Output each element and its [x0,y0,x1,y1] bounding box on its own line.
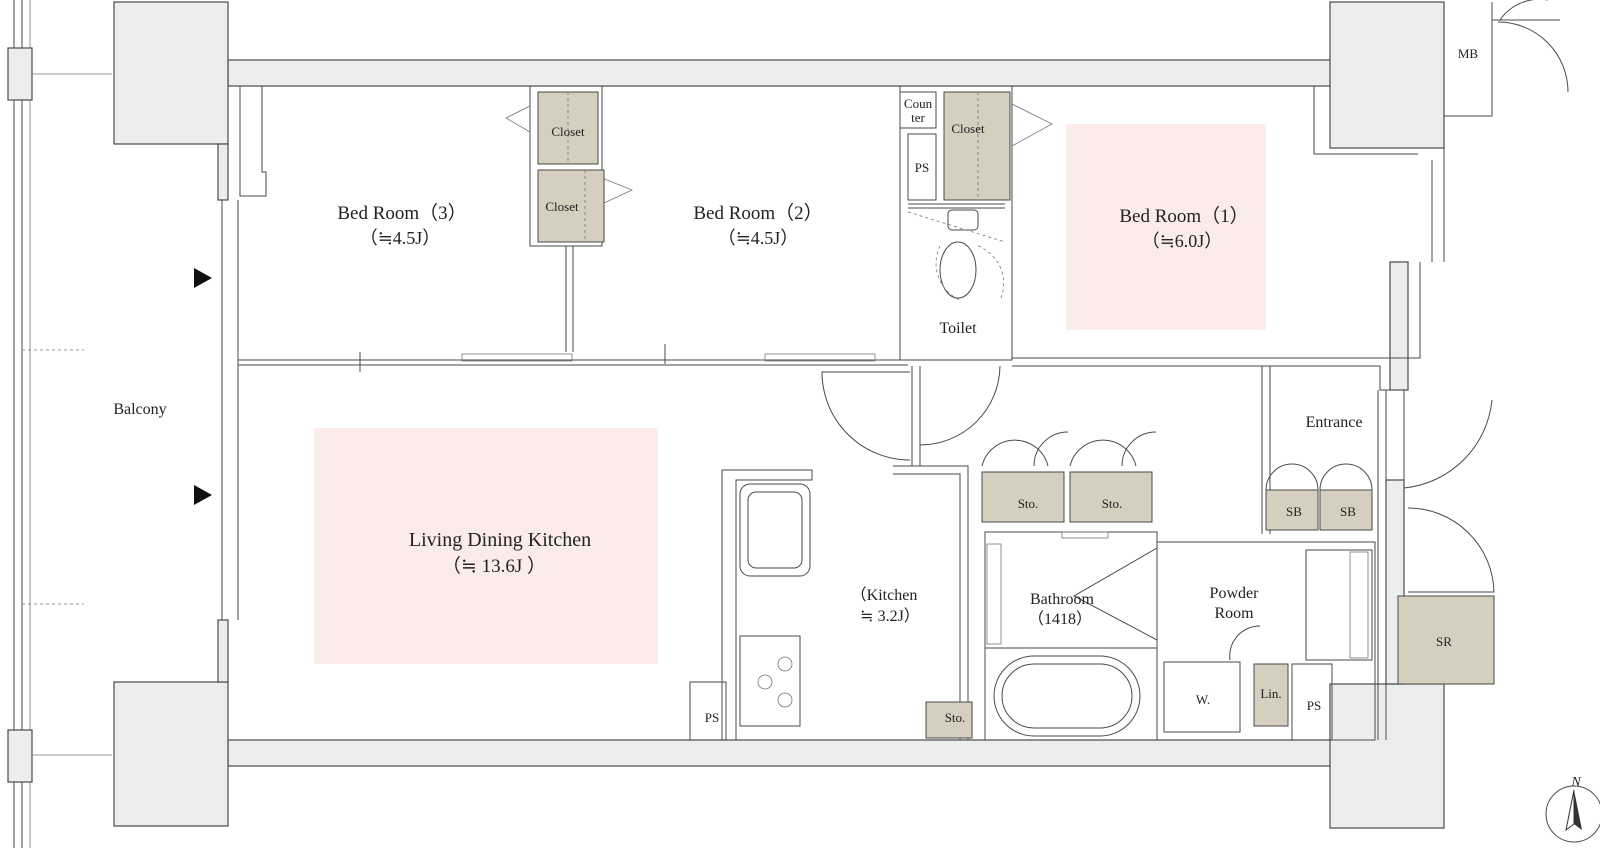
powder-room-label-2: Room [1214,605,1254,622]
kitchen-label: （Kitchen [851,586,918,604]
counter-label-2: ter [911,110,925,125]
bed-room-2-size: （≒4.5J） [718,228,799,248]
ldk-size: （≒ 13.6J ） [442,555,546,577]
sb-right-label: SB [1340,504,1356,519]
sto-right-label: Sto. [1102,496,1123,511]
exterior-walls [113,1,1445,829]
powder-room-label-1: Powder [1210,585,1260,602]
window-arrow-upper [194,268,212,288]
sb-right-box [1319,489,1373,531]
sb-left-box [1265,489,1319,531]
entrance-label: Entrance [1306,414,1363,431]
bathroom-label: Bathroom [1030,591,1095,608]
interior-walls [238,2,1560,741]
washer-label: W. [1196,692,1210,707]
lin-box [1253,663,1289,727]
ps-kitchen-label: PS [705,710,719,725]
sb-left-label: SB [1286,504,1302,519]
bed-room-2-label: Bed Room（2） [693,202,822,224]
balcony-area [7,0,112,848]
ldk-label: Living Dining Kitchen [409,529,591,551]
closet-bed2-box [537,169,605,243]
sto-kitchen-box [925,701,973,739]
ps-entrance-label: PS [1307,698,1321,713]
bed-room-1-highlight [1066,124,1266,330]
ldk-highlight [314,428,658,664]
sto-kitchen-label: Sto. [945,710,966,725]
storage-units [537,91,1495,739]
sto-left-box [981,471,1065,523]
lin-label: Lin. [1260,686,1281,701]
sr-label: SR [1436,634,1452,649]
window-arrow-lower [194,485,212,505]
compass [1545,785,1600,843]
kitchen-size: ≒ 3.2J） [860,607,920,625]
counter-label-1: Coun [904,96,933,111]
balcony-label: Balcony [113,401,166,418]
closet-bed1-box [943,91,1011,201]
door-swings [505,0,1569,733]
fixtures [739,209,1141,737]
toilet-label: Toilet [939,320,977,337]
closet-bed3-label: Closet [551,124,585,139]
sto-right-box [1069,471,1153,523]
bed-room-1-size: （≒6.0J） [1142,231,1223,251]
sr-box [1397,595,1495,685]
bed-room-1-label: Bed Room（1） [1119,205,1248,227]
counter-box [899,91,937,129]
bed-room-3-size: （≒4.5J） [360,228,441,248]
ps-toilet-label: PS [915,160,929,175]
bed-room-3-label: Bed Room（3） [337,202,466,224]
mb-label: MB [1458,46,1479,61]
closet-bed2-label: Closet [545,199,579,214]
sto-left-label: Sto. [1018,496,1039,511]
bathroom-size: （1418） [1028,610,1092,628]
compass-north-label: N [1570,775,1581,790]
closet-bed1-label: Closet [951,121,985,136]
ps-toilet-box [907,133,937,201]
